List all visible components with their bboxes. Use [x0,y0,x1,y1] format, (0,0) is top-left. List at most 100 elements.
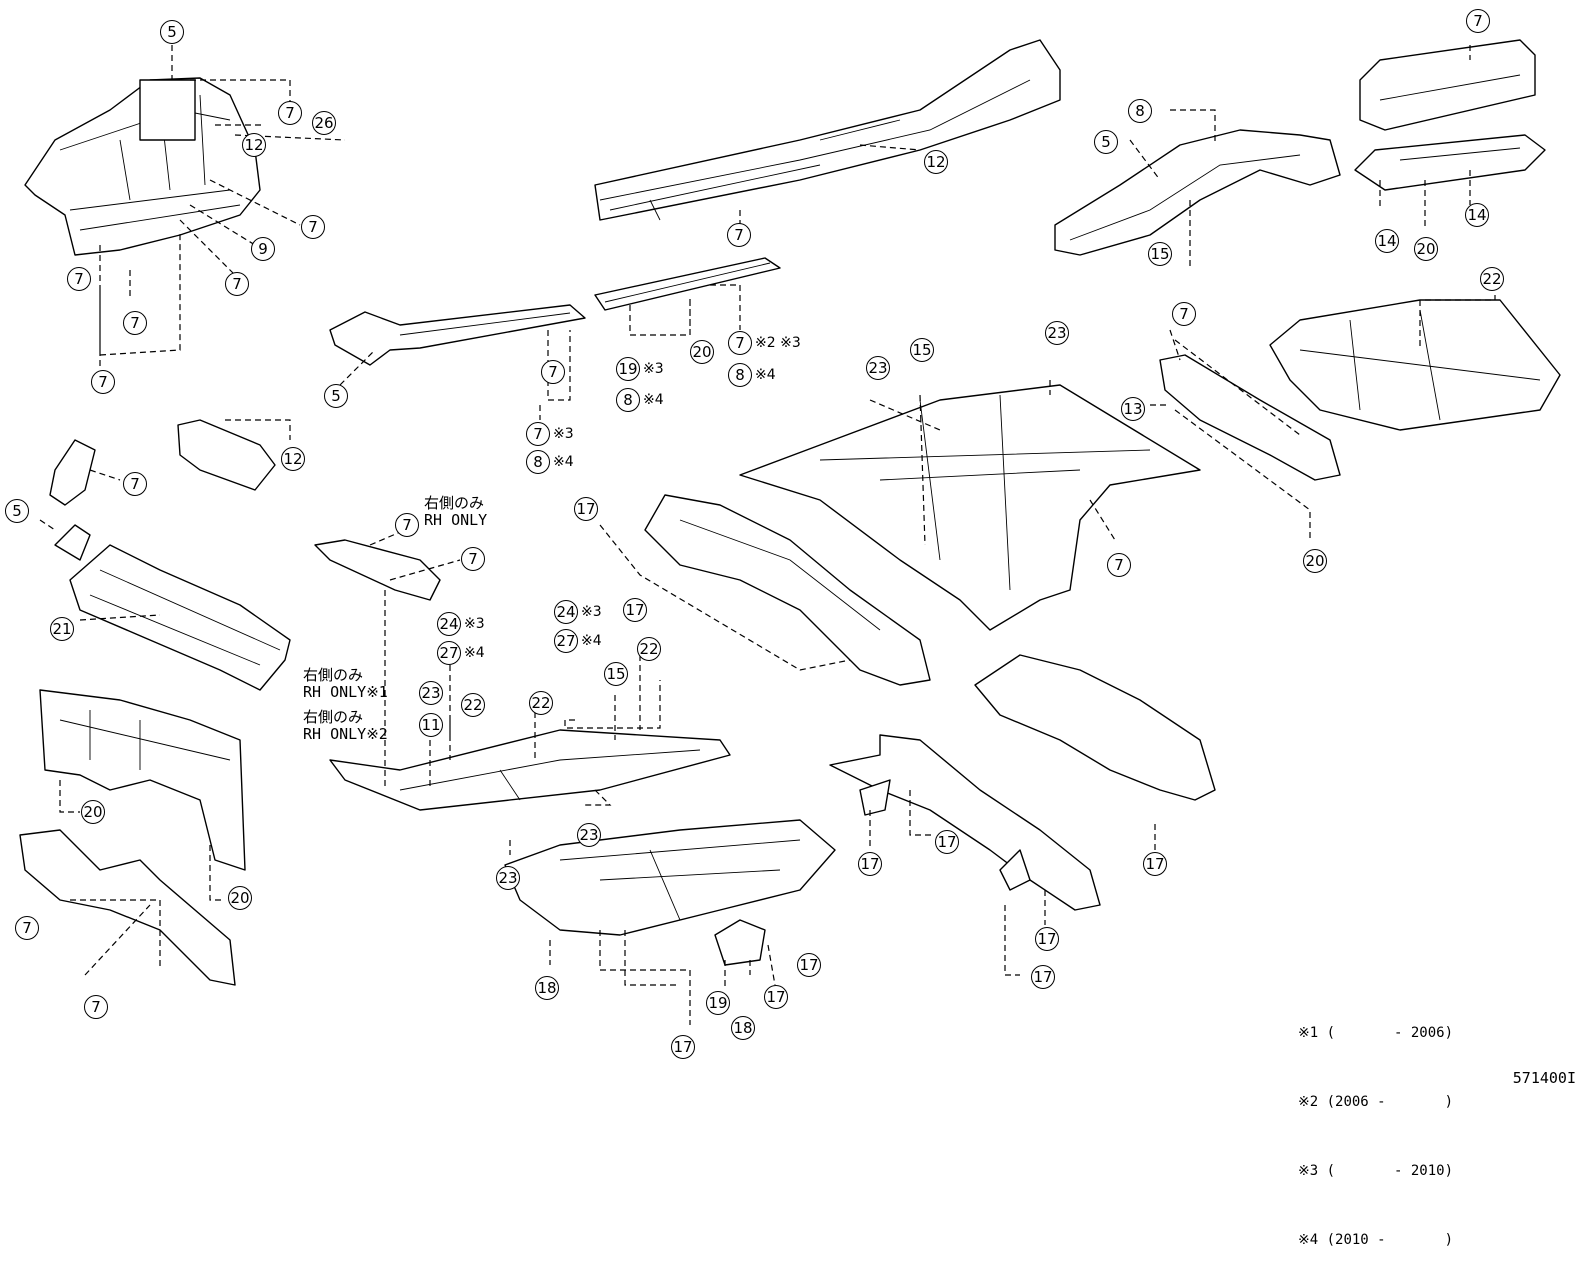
callout-8-note4[interactable]: 8※4 [728,363,776,387]
callout-5[interactable]: 5 [5,499,29,523]
callout-21[interactable]: 21 [50,617,74,641]
callout-number: 22 [1480,267,1504,291]
callout-number: 24 [554,600,578,624]
callout-19[interactable]: 19 [706,991,730,1015]
callout-23[interactable]: 23 [496,866,520,890]
legend-item: ※4 (2010 - ) [1298,1232,1454,1248]
callout-15[interactable]: 15 [1148,242,1172,266]
callout-22[interactable]: 22 [529,691,553,715]
callout-17[interactable]: 17 [797,953,821,977]
callout-7-note3[interactable]: 7※3 [526,422,574,446]
callout-number: 7 [123,311,147,335]
callout-23[interactable]: 23 [577,823,601,847]
callout-17[interactable]: 17 [764,985,788,1009]
callout-number: 21 [50,617,74,641]
callout-14[interactable]: 14 [1465,203,1489,227]
callout-23[interactable]: 23 [866,356,890,380]
callout-11-note2[interactable]: 11 [419,713,443,737]
callout-7[interactable]: 7 [1466,9,1490,33]
callout-18[interactable]: 18 [535,976,559,1000]
callout-note: ※3 [581,604,602,620]
callout-12[interactable]: 12 [924,150,948,174]
callout-17[interactable]: 17 [858,852,882,876]
callout-15[interactable]: 15 [910,338,934,362]
callout-number: 7 [727,223,751,247]
callout-18[interactable]: 18 [731,1016,755,1040]
callout-8[interactable]: 8 [1128,99,1152,123]
callout-7[interactable]: 7 [278,101,302,125]
dash-panel-part [39,689,246,871]
callout-23[interactable]: 23 [1045,321,1069,345]
callout-7[interactable]: 7 [1107,553,1131,577]
callout-23-note1[interactable]: 23 [419,681,443,705]
callout-number: 7 [395,513,419,537]
diagram-code: 571400I [1512,1069,1576,1087]
callout-17[interactable]: 17 [671,1035,695,1059]
callout-7[interactable]: 7 [123,311,147,335]
callout-number: 18 [731,1016,755,1040]
callout-20[interactable]: 20 [1414,237,1438,261]
rh-only-note-a: 右側のみ RH ONLY [424,495,487,529]
callout-number: 7 [84,995,108,1019]
callout-number: 9 [251,237,275,261]
callout-8-note4[interactable]: 8※4 [526,450,574,474]
rh-only-ja: 右側のみ [303,666,364,684]
callout-17[interactable]: 17 [935,830,959,854]
callout-7-note2-3[interactable]: 7※2 ※3 [728,331,801,355]
front-side-member-part [594,39,1061,221]
callout-7-rh-only[interactable]: 7 [395,513,419,537]
callout-8-note4[interactable]: 8※4 [616,388,664,412]
callout-7[interactable]: 7 [727,223,751,247]
callout-17[interactable]: 17 [623,598,647,622]
callout-7[interactable]: 7 [67,267,91,291]
front-floor-part [329,729,731,811]
callout-7[interactable]: 7 [1172,302,1196,326]
callout-13[interactable]: 13 [1121,397,1145,421]
callout-14[interactable]: 14 [1375,229,1399,253]
callout-number: 15 [604,662,628,686]
legend-item: ※2 (2006 - ) [1298,1094,1454,1110]
callout-26[interactable]: 26 [312,111,336,135]
callout-19-note3[interactable]: 19※3 [616,357,664,381]
callout-7[interactable]: 7 [541,360,565,384]
callout-7[interactable]: 7 [123,472,147,496]
callout-number: 7 [225,272,249,296]
callout-17[interactable]: 17 [1143,852,1167,876]
callout-number: 12 [924,150,948,174]
callout-number: 7 [461,547,485,571]
callout-24-note3[interactable]: 24※3 [554,600,602,624]
callout-12[interactable]: 12 [281,447,305,471]
callout-7[interactable]: 7 [225,272,249,296]
callout-7[interactable]: 7 [15,916,39,940]
callout-7[interactable]: 7 [84,995,108,1019]
callout-22[interactable]: 22 [637,637,661,661]
callout-17[interactable]: 17 [1031,965,1055,989]
callout-17[interactable]: 17 [1035,927,1059,951]
callout-22[interactable]: 22 [1480,267,1504,291]
callout-17[interactable]: 17 [574,497,598,521]
callout-20[interactable]: 20 [690,340,714,364]
rh-only-note-b: 右側のみ RH ONLY※1 [303,667,388,701]
rear-side-member-part [1054,129,1341,256]
callout-20[interactable]: 20 [81,800,105,824]
callout-number: 7 [15,916,39,940]
callout-22[interactable]: 22 [461,693,485,717]
callout-12[interactable]: 12 [242,133,266,157]
callout-5-front-apron[interactable]: 5 [160,20,184,44]
callout-number: 7 [301,215,325,239]
sill-part [594,257,781,311]
callout-20[interactable]: 20 [228,886,252,910]
callout-7[interactable]: 7 [301,215,325,239]
callout-27-note4[interactable]: 27※4 [437,641,485,665]
callout-15[interactable]: 15 [604,662,628,686]
callout-5[interactable]: 5 [324,384,348,408]
callout-27-note4[interactable]: 27※4 [554,629,602,653]
callout-20[interactable]: 20 [1303,549,1327,573]
callout-7[interactable]: 7 [461,547,485,571]
callout-7[interactable]: 7 [91,370,115,394]
callout-note: ※3 [553,426,574,442]
callout-9[interactable]: 9 [251,237,275,261]
callout-number: 20 [81,800,105,824]
callout-24-note3[interactable]: 24※3 [437,612,485,636]
callout-5[interactable]: 5 [1094,130,1118,154]
